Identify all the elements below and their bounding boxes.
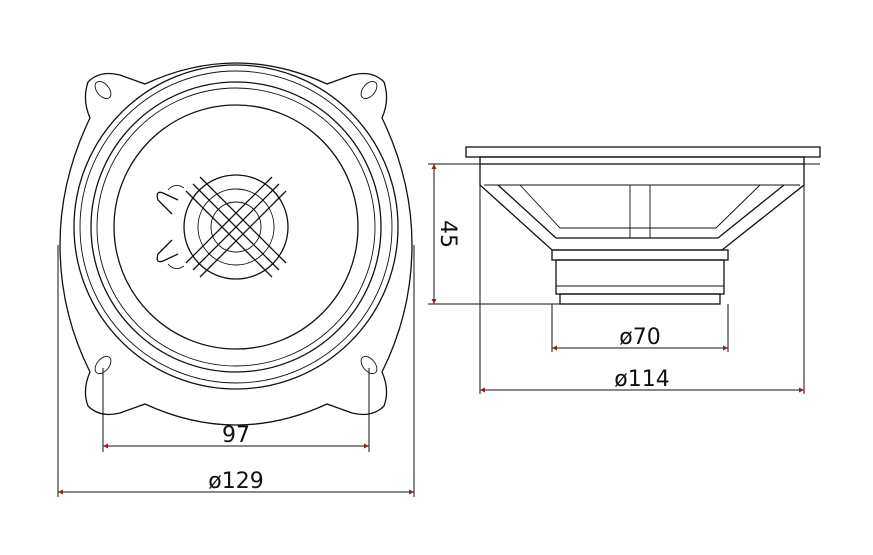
mounting-frame xyxy=(59,62,413,426)
magnet xyxy=(551,249,729,305)
front-view: 97 ø129 xyxy=(57,62,415,497)
dim-text-hole-spacing: 97 xyxy=(222,423,250,448)
dim-text-depth: 45 xyxy=(435,220,460,248)
mounting-holes xyxy=(94,80,378,375)
basket xyxy=(479,164,805,251)
cone-rings xyxy=(73,64,399,390)
dim-text-outer-diameter: ø129 xyxy=(208,469,263,494)
side-view: 45 ø70 ø114 xyxy=(428,146,821,394)
flange xyxy=(465,146,821,158)
dim-text-magnet-diameter: ø70 xyxy=(619,325,660,350)
tweeter-bridge xyxy=(156,174,289,280)
dim-text-cutout-diameter: ø114 xyxy=(614,367,669,392)
